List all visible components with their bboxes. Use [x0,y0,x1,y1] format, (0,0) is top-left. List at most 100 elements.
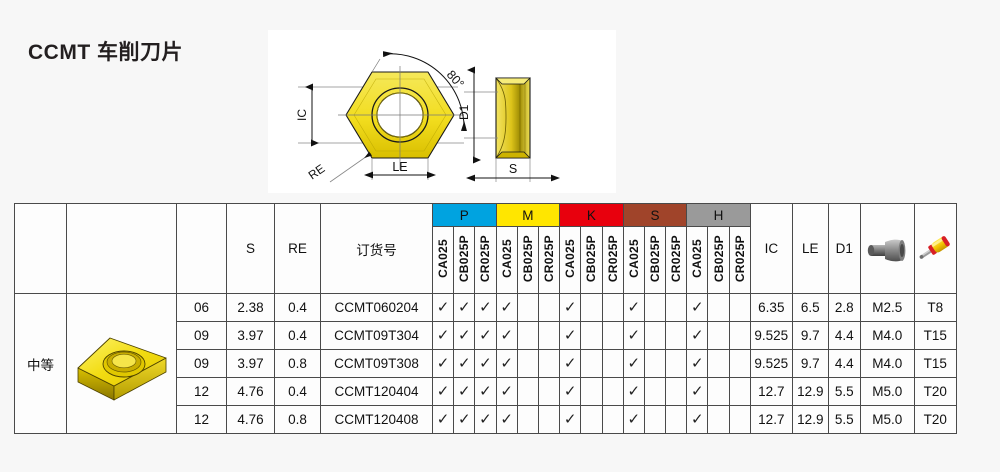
row-screw: M4.0 [859,321,915,350]
grade-cell-M-CA025: ✓ [495,293,518,322]
grade-label: CR025P [669,234,684,283]
insert-side-view [495,77,531,159]
grade-cell-M-CR025P [537,293,561,322]
row-ic: 12.7 [749,377,793,406]
grade-cell-K-CA025: ✓ [559,321,582,350]
check-icon: ✓ [479,298,492,316]
row-ic: 12.7 [749,405,793,434]
row-d1: 2.8 [827,293,861,322]
grade-cell-S-CB025P [643,405,667,434]
grade-cell-K-CB025P [580,405,603,434]
check-icon: ✓ [691,298,704,316]
grade-cell-S-CA025: ✓ [622,293,645,322]
row-d1: 4.4 [827,321,861,350]
grade-label: CR025P [478,234,493,283]
row-screw: M2.5 [859,293,915,322]
quality-label: 中等 [14,293,67,434]
grade-cell-K-CR025P [601,349,624,378]
grade-cell-H-CA025: ✓ [686,349,709,378]
grade-label: CR025P [605,234,620,283]
grade-cell-H-CR025P [728,349,751,378]
material-group-K: K [559,203,624,227]
material-group-H: H [686,203,751,227]
grade-header-P-CR025P: CR025P [474,226,497,294]
dimension-s: S [466,158,560,182]
grade-header-M-CB025P: CB025P [516,226,539,294]
check-icon: ✓ [627,382,641,400]
grade-cell-M-CA025: ✓ [495,349,518,378]
row-re: 0.4 [274,293,321,322]
grade-label: CR025P [542,234,557,283]
check-icon: ✓ [436,382,450,400]
page-title: CCMT 车削刀片 [28,41,183,64]
row-le: 9.7 [791,349,829,378]
grade-label: CB025P [711,234,726,283]
check-icon: ✓ [457,326,471,344]
grade-cell-H-CR025P [728,377,751,406]
check-icon: ✓ [563,326,577,344]
row-order-number: CCMT060204 [320,293,433,322]
label-ic: IC [295,109,309,121]
check-icon: ✓ [691,326,704,344]
grade-cell-S-CR025P [665,377,688,406]
row-ic: 9.525 [749,321,793,350]
row-ic: 9.525 [749,349,793,378]
dimension-re: RE [306,151,373,182]
grade-label: CA025 [690,239,705,278]
grade-cell-M-CR025P [537,349,561,378]
grade-label: CA025 [626,239,641,278]
grade-cell-S-CA025: ✓ [622,377,645,406]
grade-cell-H-CB025P [707,321,730,350]
check-icon: ✓ [500,326,513,344]
grade-cell-P-CA025: ✓ [431,377,455,406]
check-icon: ✓ [627,354,641,372]
grade-label: CB025P [520,234,535,283]
grade-cell-S-CB025P [643,377,667,406]
grade-cell-P-CB025P: ✓ [453,377,476,406]
row-s: 4.76 [226,377,275,406]
grade-cell-M-CA025: ✓ [495,321,518,350]
grade-cell-H-CA025: ✓ [686,377,709,406]
grade-cell-K-CR025P [601,321,624,350]
row-re: 0.4 [274,321,321,350]
grade-header-M-CR025P: CR025P [537,226,561,294]
grade-cell-H-CR025P [728,321,751,350]
row-re: 0.8 [274,349,321,378]
header-screw-icon-cell [859,203,915,294]
technical-drawing-panel: IC 80° [268,30,616,193]
row-size: 12 [176,405,227,434]
grade-cell-H-CB025P [707,377,730,406]
check-icon: ✓ [627,326,641,344]
check-icon: ✓ [457,410,471,428]
check-icon: ✓ [500,382,513,400]
table-header-group-row: S RE 订货号 P M K S H IC LE D1 [14,203,957,294]
grade-cell-P-CA025: ✓ [431,349,455,378]
row-s: 3.97 [226,321,275,350]
row-size: 06 [176,293,227,322]
grade-header-H-CA025: CA025 [686,226,709,294]
grade-cell-P-CR025P: ✓ [474,293,497,322]
row-le: 9.7 [791,321,829,350]
check-icon: ✓ [479,326,492,344]
specification-table: S RE 订货号 P M K S H IC LE D1 [14,203,957,434]
grade-cell-M-CA025: ✓ [495,405,518,434]
grade-cell-H-CB025P [707,405,730,434]
grade-cell-H-CA025: ✓ [686,293,709,322]
grade-cell-K-CA025: ✓ [559,349,582,378]
table-header-grade-row: CA025 CB025P CR025P CA025 CB025P CR025P CA025 C… [15,226,957,294]
check-icon: ✓ [436,326,450,344]
row-s: 4.76 [226,405,275,434]
check-icon: ✓ [627,298,641,316]
grade-cell-K-CR025P [601,293,624,322]
grade-label: CA025 [499,239,514,278]
row-screw: M5.0 [859,377,915,406]
material-group-S: S [622,203,688,227]
insert-3d-icon [77,337,166,401]
check-icon: ✓ [500,298,513,316]
